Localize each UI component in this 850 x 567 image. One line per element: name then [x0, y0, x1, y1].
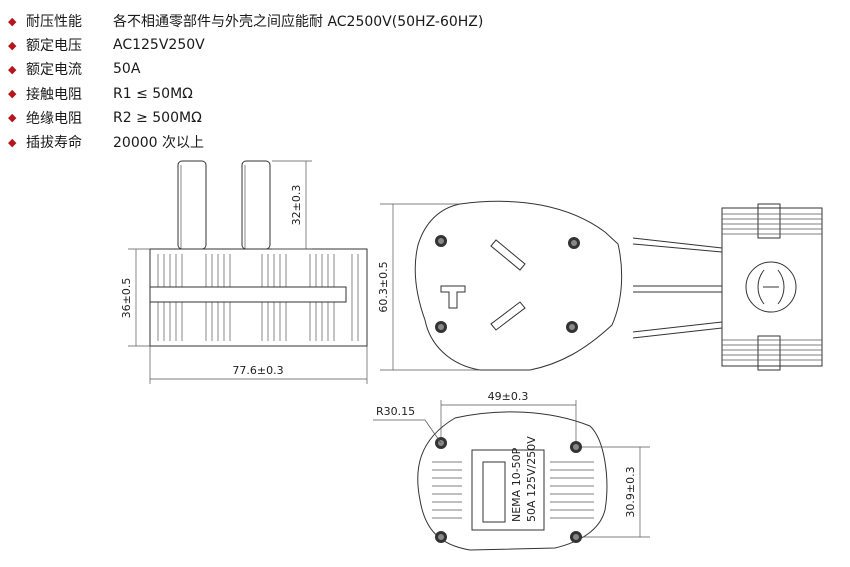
spec-row-insulation-resistance: ◆ 绝缘电阻 R2 ≥ 500MΩ — [8, 106, 483, 130]
dimension-radius: R30.15 — [376, 405, 415, 418]
diamond-bullet-icon: ◆ — [8, 111, 17, 125]
spec-label: 接触电阻 — [26, 86, 82, 103]
pin-right — [241, 160, 271, 250]
dimension-pin-height: 32±0.3 — [290, 185, 303, 226]
spec-row-contact-resistance: ◆ 接触电阻 R1 ≤ 50MΩ — [8, 82, 483, 106]
screw-icon — [570, 441, 582, 453]
label-window — [482, 461, 506, 523]
spec-value: AC125V250V — [113, 37, 205, 54]
diamond-bullet-icon: ◆ — [8, 87, 17, 101]
spec-value: 50A — [113, 61, 141, 78]
dimension-face-height: 60.3±0.5 — [377, 261, 390, 312]
dimension-back-width: 49±0.3 — [488, 390, 529, 403]
spec-label: 耐压性能 — [26, 14, 82, 31]
spec-value: R2 ≥ 500MΩ — [113, 109, 202, 126]
spec-value: 20000 次以上 — [113, 135, 204, 152]
diamond-bullet-icon: ◆ — [8, 38, 17, 52]
screw-icon — [435, 531, 447, 543]
face-outline — [414, 200, 623, 371]
label-rating: 50A 125V/250V — [525, 436, 538, 522]
screw-icon — [435, 321, 447, 333]
face-view: 60.3±0.5 — [377, 200, 623, 371]
spec-label: 插拔寿命 — [26, 135, 82, 152]
dimension-body-height: 36±0.5 — [120, 278, 133, 319]
blade-bottom — [490, 301, 526, 331]
spec-label: 绝缘电阻 — [26, 110, 82, 127]
blade-top — [490, 239, 526, 271]
top-view — [632, 203, 823, 371]
diamond-bullet-icon: ◆ — [8, 135, 17, 149]
spec-row-rated-current: ◆ 额定电流 50A — [8, 57, 483, 81]
diamond-bullet-icon: ◆ — [8, 14, 17, 28]
dimension-back-height: 30.9±0.3 — [624, 466, 637, 517]
spec-row-insertion-life: ◆ 插拔寿命 20000 次以上 — [8, 130, 483, 154]
side-view: 32±0.3 36±0.5 77.6±0.3 — [120, 160, 368, 384]
spec-row-voltage-withstand: ◆ 耐压性能 各不相通零部件与外壳之间应能耐 AC2500V(50HZ-60HZ… — [8, 9, 483, 33]
spec-value: R1 ≤ 50MΩ — [113, 85, 193, 102]
back-outline — [417, 411, 608, 551]
diamond-bullet-icon: ◆ — [8, 62, 17, 76]
screw-icon — [435, 235, 447, 247]
back-view: NEMA 10-50P 50A 125V/250V R30.15 49±0.3 … — [373, 390, 650, 551]
center-band — [149, 286, 347, 303]
screw-icon — [568, 237, 580, 249]
screw-icon — [566, 321, 578, 333]
screw-icon — [570, 531, 582, 543]
pin-left — [177, 160, 207, 250]
label-plate — [471, 449, 545, 531]
spec-label: 额定电流 — [26, 62, 82, 79]
spec-row-rated-voltage: ◆ 额定电压 AC125V250V — [8, 33, 483, 57]
ground-pin — [440, 285, 466, 309]
top-body — [721, 207, 823, 367]
dimension-body-width: 77.6±0.3 — [232, 364, 283, 377]
spec-list: ◆ 耐压性能 各不相通零部件与外壳之间应能耐 AC2500V(50HZ-60HZ… — [8, 9, 483, 154]
spec-label: 额定电压 — [26, 38, 82, 55]
spec-value: 各不相通零部件与外壳之间应能耐 AC2500V(50HZ-60HZ) — [113, 14, 484, 31]
label-model: NEMA 10-50P — [510, 447, 523, 522]
